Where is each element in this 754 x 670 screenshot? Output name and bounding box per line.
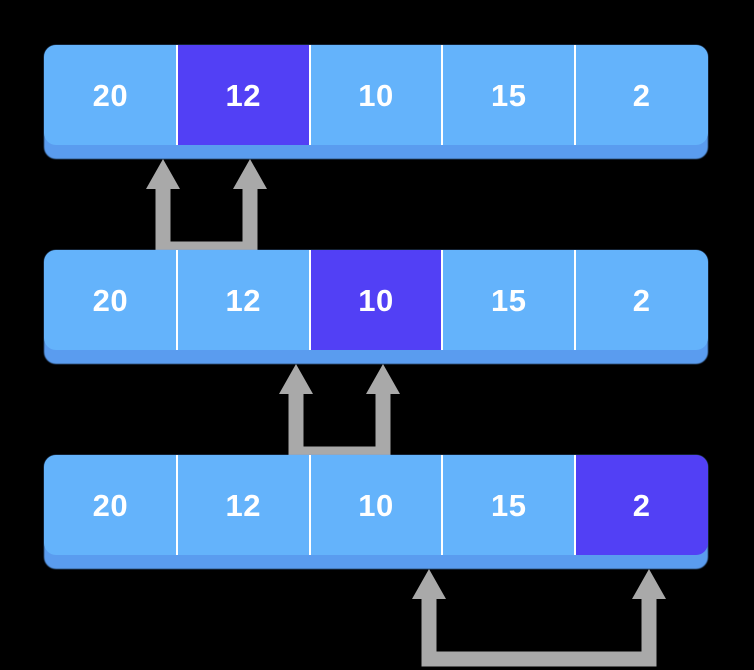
- array-cell-3[interactable]: 15: [441, 45, 576, 145]
- array-cell-value: 15: [491, 282, 527, 318]
- array-cells: 20 12 10 15 2: [44, 45, 708, 145]
- array-cell-1[interactable]: 12: [175, 455, 310, 555]
- array-cell-value: 20: [92, 77, 129, 113]
- array-cell-1[interactable]: 12: [175, 250, 310, 350]
- array-row-step-2: 20 12 10 15 2: [44, 250, 708, 462]
- array-cell-value: 20: [92, 487, 129, 523]
- array-cell-value: 2: [632, 77, 651, 113]
- array-cell-value: 20: [92, 282, 129, 318]
- array-cell-4[interactable]: 2: [574, 455, 708, 555]
- comparison-bracket-icon: [243, 360, 453, 465]
- array-bar: 20 12 10 15 2: [44, 455, 708, 569]
- array-cell-value: 10: [358, 282, 394, 318]
- array-cell-value: 2: [632, 487, 651, 523]
- array-cell-4[interactable]: 2: [574, 250, 708, 350]
- array-cell-value: 12: [225, 77, 261, 113]
- array-cell-value: 10: [358, 77, 394, 113]
- array-bar: 20 12 10 15 2: [44, 250, 708, 364]
- array-cell-value: 2: [632, 282, 651, 318]
- array-cells: 20 12 10 15 2: [44, 455, 708, 555]
- array-cell-0[interactable]: 20: [44, 45, 177, 145]
- array-row-step-3: 20 12 10 15 2: [44, 455, 708, 667]
- array-cell-2[interactable]: 10: [308, 45, 443, 145]
- array-cell-2[interactable]: 10: [308, 455, 443, 555]
- array-cell-0[interactable]: 20: [44, 250, 177, 350]
- array-cell-value: 15: [491, 77, 527, 113]
- array-cell-value: 10: [358, 487, 394, 523]
- array-cell-value: 12: [225, 282, 261, 318]
- array-cell-4[interactable]: 2: [574, 45, 708, 145]
- array-cell-2[interactable]: 10: [308, 250, 443, 350]
- array-row-step-1: 20 12 10 15 2: [44, 45, 708, 257]
- array-cell-value: 15: [491, 487, 527, 523]
- array-cell-3[interactable]: 15: [441, 455, 576, 555]
- array-bar: 20 12 10 15 2: [44, 45, 708, 159]
- array-cells: 20 12 10 15 2: [44, 250, 708, 350]
- comparison-bracket-icon: [110, 155, 320, 260]
- array-cell-0[interactable]: 20: [44, 455, 177, 555]
- array-cell-1[interactable]: 12: [175, 45, 310, 145]
- comparison-bracket-icon: [376, 565, 721, 670]
- array-cell-3[interactable]: 15: [441, 250, 576, 350]
- array-cell-value: 12: [225, 487, 261, 523]
